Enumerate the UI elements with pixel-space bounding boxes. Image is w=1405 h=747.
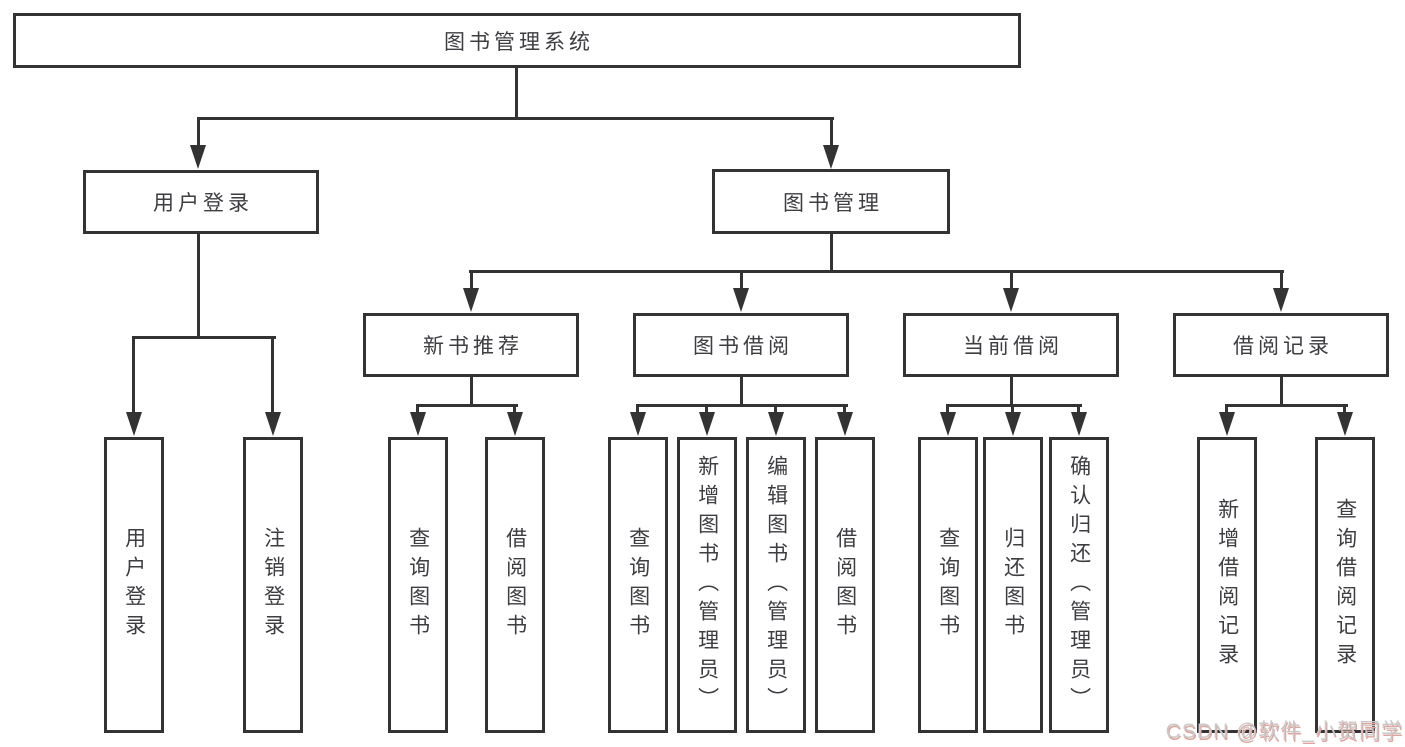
connector-line: [1225, 404, 1228, 416]
leaf-query-books-current-label: 查询图书: [936, 527, 960, 643]
leaf-return-books-label: 归还图书: [1001, 527, 1025, 643]
node-user-login-label: 用户登录: [153, 192, 253, 215]
arrow-down-icon: [940, 412, 956, 436]
leaf-query-books-recommend: 查询图书: [388, 437, 448, 733]
leaf-query-books-borrowing: 查询图书: [608, 437, 668, 733]
connector-line: [740, 377, 743, 407]
node-book-management: 图书管理: [712, 169, 950, 234]
connector-line: [1280, 377, 1283, 407]
arrow-down-icon: [1273, 288, 1289, 312]
node-root-library-system: 图书管理系统: [13, 13, 1021, 68]
node-root-label: 图书管理系统: [444, 30, 594, 54]
connector-line: [416, 404, 518, 407]
leaf-user-login-label: 用户登录: [122, 527, 146, 643]
connector-line: [133, 336, 276, 339]
connector-line: [1011, 404, 1014, 416]
connector-line: [636, 404, 639, 416]
arrow-down-icon: [823, 145, 839, 169]
arrow-down-icon: [1071, 412, 1087, 436]
connector-line: [197, 117, 200, 149]
connector-line: [1010, 270, 1013, 292]
node-current-borrowing-label: 当前借阅: [963, 335, 1063, 358]
connector-line: [946, 404, 949, 416]
arrow-down-icon: [190, 145, 206, 169]
watermark: CSDN @软件_小贺同学: [1165, 720, 1403, 743]
connector-line: [1010, 377, 1013, 407]
leaf-add-books-admin: 新增图书（管理员）: [677, 437, 737, 733]
arrow-down-icon: [265, 412, 281, 436]
leaf-edit-books-admin-label: 编辑图书（管理员）: [764, 454, 788, 716]
node-current-borrowing: 当前借阅: [903, 313, 1119, 377]
node-borrowing-records: 借阅记录: [1173, 313, 1389, 377]
node-book-management-label: 图书管理: [783, 191, 883, 215]
connector-line: [1077, 404, 1080, 416]
leaf-logout: 注销登录: [243, 437, 303, 733]
connector-line: [132, 336, 135, 416]
leaf-query-books-recommend-label: 查询图书: [406, 527, 430, 643]
leaf-confirm-return-admin: 确认归还（管理员）: [1049, 437, 1109, 733]
connector-line: [1225, 404, 1348, 407]
connector-line: [513, 404, 516, 416]
leaf-query-borrow-record: 查询借阅记录: [1315, 437, 1375, 733]
leaf-add-borrow-record: 新增借阅记录: [1197, 437, 1257, 733]
arrow-down-icon: [1005, 412, 1021, 436]
connector-line: [271, 336, 274, 416]
connector-line: [469, 270, 1284, 273]
connector-line: [830, 234, 833, 273]
connector-line: [470, 377, 473, 407]
node-borrowing-records-label: 借阅记录: [1233, 335, 1333, 358]
leaf-query-books-borrowing-label: 查询图书: [626, 527, 650, 643]
arrow-down-icon: [837, 412, 853, 436]
leaf-logout-label: 注销登录: [261, 527, 285, 643]
arrow-down-icon: [768, 412, 784, 436]
connector-line: [636, 404, 848, 407]
node-book-borrowing-label: 图书借阅: [693, 335, 793, 358]
leaf-borrow-books: 借阅图书: [815, 437, 875, 733]
arrow-down-icon: [1219, 412, 1235, 436]
connector-line: [197, 117, 834, 120]
arrow-down-icon: [699, 412, 715, 436]
connector-line: [1343, 404, 1346, 416]
connector-line: [1280, 270, 1283, 292]
connector-line: [705, 404, 708, 416]
leaf-confirm-return-admin-label: 确认归还（管理员）: [1067, 454, 1091, 716]
connector-line: [416, 404, 419, 416]
node-user-login: 用户登录: [83, 170, 319, 234]
arrow-down-icon: [1337, 412, 1353, 436]
connector-line: [197, 234, 200, 339]
connector-line: [470, 270, 473, 292]
leaf-edit-books-admin: 编辑图书（管理员）: [746, 437, 806, 733]
arrow-down-icon: [630, 412, 646, 436]
leaf-borrow-books-recommend-label: 借阅图书: [503, 527, 527, 643]
connector-line: [515, 68, 518, 118]
connector-line: [774, 404, 777, 416]
arrow-down-icon: [733, 288, 749, 312]
leaf-return-books: 归还图书: [983, 437, 1043, 733]
leaf-query-books-current: 查询图书: [918, 437, 978, 733]
connector-line: [946, 404, 1082, 407]
leaf-borrow-books-recommend: 借阅图书: [485, 437, 545, 733]
connector-line: [830, 117, 833, 149]
node-new-book-recommend-label: 新书推荐: [423, 335, 523, 358]
node-new-book-recommend: 新书推荐: [363, 313, 579, 377]
connector-line: [843, 404, 846, 416]
leaf-add-books-admin-label: 新增图书（管理员）: [695, 454, 719, 716]
leaf-user-login: 用户登录: [104, 437, 164, 733]
leaf-add-borrow-record-label: 新增借阅记录: [1215, 498, 1239, 672]
arrow-down-icon: [463, 288, 479, 312]
leaf-borrow-books-label: 借阅图书: [833, 527, 857, 643]
arrow-down-icon: [1003, 288, 1019, 312]
node-book-borrowing: 图书借阅: [633, 313, 849, 377]
arrow-down-icon: [507, 412, 523, 436]
leaf-query-borrow-record-label: 查询借阅记录: [1333, 498, 1357, 672]
arrow-down-icon: [410, 412, 426, 436]
arrow-down-icon: [126, 412, 142, 436]
connector-line: [740, 270, 743, 292]
